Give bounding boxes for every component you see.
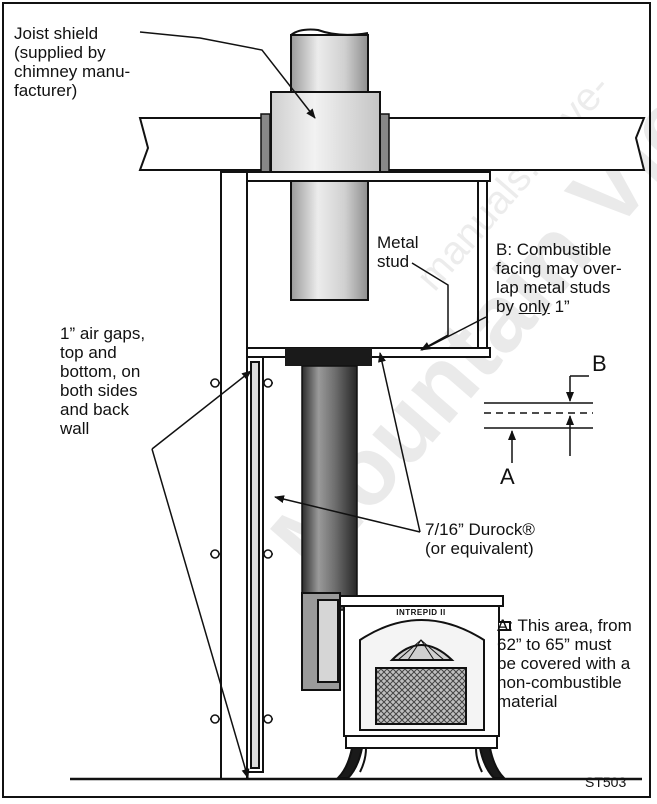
stove-badge: INTREPID II <box>396 608 446 617</box>
area-note-label: A: This area, from 62” to 65” must be co… <box>497 616 632 711</box>
durock-panel <box>246 356 264 773</box>
firestop-right <box>379 113 390 173</box>
stove-pipe <box>301 365 358 611</box>
standoff-spacers <box>210 378 273 724</box>
joist-shield <box>270 91 381 178</box>
wall-column <box>220 171 248 780</box>
metal-stud-label: Metal stud <box>377 233 419 271</box>
firestop-left <box>260 113 271 173</box>
joist-shield-label: Joist shield (supplied by chimney manu- … <box>14 24 131 100</box>
wood-stove <box>301 592 511 779</box>
diagram-frame <box>2 2 651 798</box>
air-gaps-label: 1” air gaps, top and bottom, on both sid… <box>60 324 146 438</box>
overlap-detail <box>484 375 593 463</box>
facing-note-label: B: Combustible facing may over- lap meta… <box>496 240 622 316</box>
figure-code: ST503 <box>585 774 627 790</box>
marker-b-label: B <box>592 351 607 376</box>
ceiling-joist <box>138 117 646 171</box>
leader-lines <box>139 31 487 779</box>
pipe-collar <box>285 348 372 366</box>
marker-a-label: A <box>500 464 515 489</box>
durock-label: 7/16” Durock® (or equivalent) <box>425 520 535 558</box>
